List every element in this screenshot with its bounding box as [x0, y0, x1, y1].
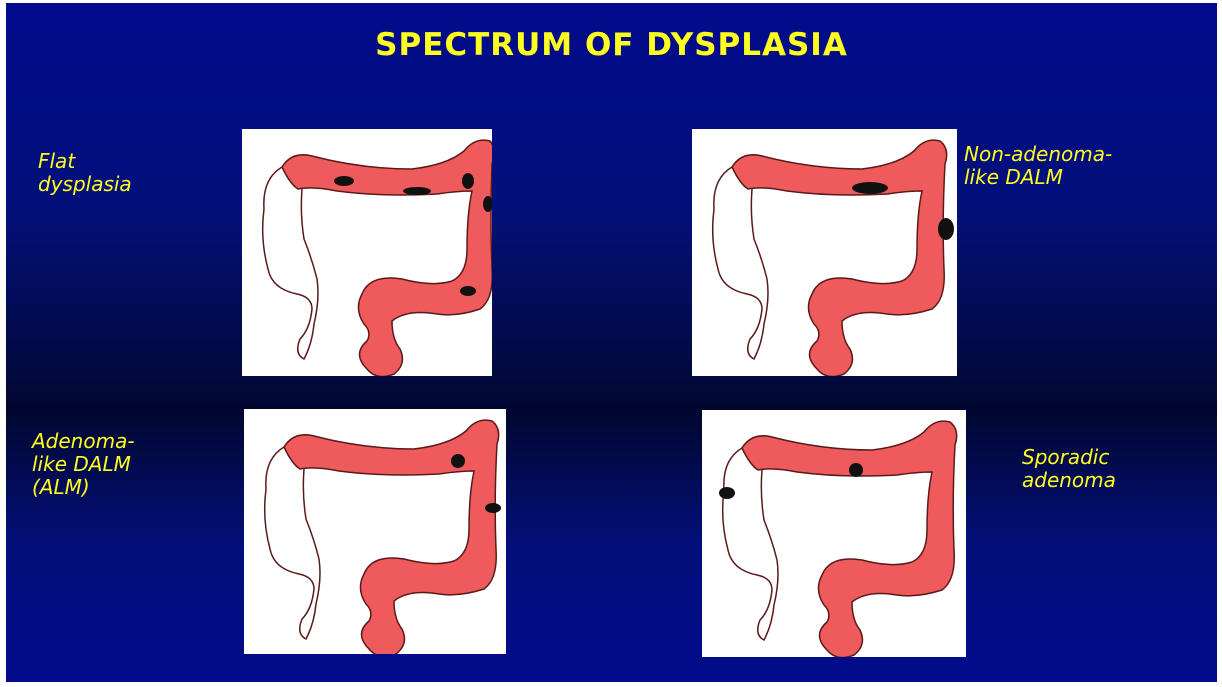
colon-diagram-sporadic	[702, 410, 966, 657]
colon-diagram-adenoma-like	[244, 409, 506, 654]
lesion-spot-icon	[852, 182, 888, 194]
lesion-spot-icon	[403, 187, 431, 195]
colon-diagram-flat	[242, 129, 492, 376]
panel-flat-dysplasia	[242, 129, 492, 376]
lesion-spot-icon	[938, 218, 954, 240]
colon-diagram-icon	[263, 140, 492, 376]
panel-adenoma-like-dalm	[244, 409, 506, 654]
lesion-spot-icon	[462, 173, 474, 189]
label-sporadic-adenoma: Sporadic adenoma	[1022, 446, 1116, 492]
label-non-adenoma-like-dalm: Non-adenoma- like DALM	[964, 143, 1112, 189]
lesion-spot-icon	[719, 487, 735, 499]
lesion-spot-icon	[849, 463, 863, 477]
panel-sporadic-adenoma	[702, 410, 966, 657]
lesion-spot-icon	[460, 286, 476, 296]
slide: SPECTRUM OF DYSPLASIA Flat dysplasia Non…	[6, 3, 1217, 682]
lesion-spot-icon	[485, 503, 501, 513]
colon-diagram-icon	[723, 421, 957, 657]
lesion-spot-icon	[451, 454, 465, 468]
label-flat-dysplasia: Flat dysplasia	[38, 150, 132, 196]
lesion-spot-icon	[334, 176, 354, 186]
colon-diagram-icon	[265, 420, 499, 654]
panel-non-adenoma-like-dalm	[692, 129, 957, 376]
slide-title: SPECTRUM OF DYSPLASIA	[6, 27, 1217, 63]
colon-diagram-non-adenoma	[692, 129, 957, 376]
colon-diagram-icon	[713, 140, 947, 376]
label-adenoma-like-dalm: Adenoma- like DALM (ALM)	[32, 430, 135, 499]
